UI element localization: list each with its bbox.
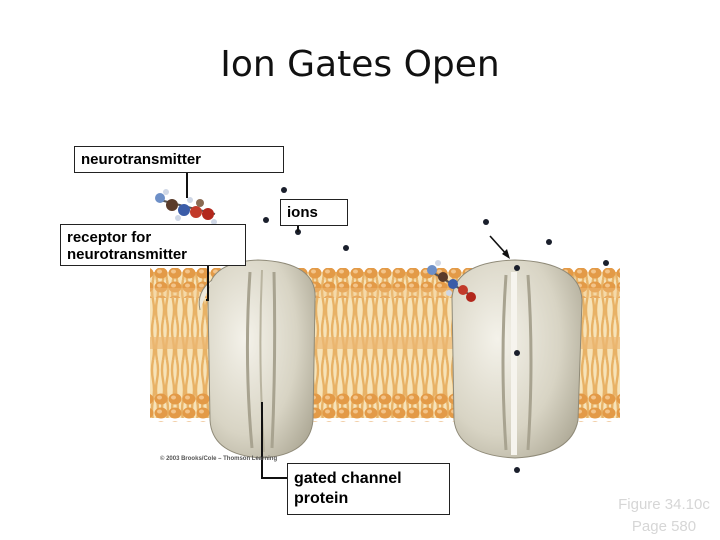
label-ions: ions xyxy=(280,199,348,226)
leader-lines xyxy=(186,173,299,479)
neurotransmitter-bound xyxy=(427,260,476,302)
slide-title: Ion Gates Open xyxy=(220,44,500,85)
neurotransmitter-molecule xyxy=(155,189,217,225)
label-receptor: receptor for neurotransmitter xyxy=(60,224,246,266)
page-number: Page 580 xyxy=(631,518,697,535)
gated-channel-open xyxy=(451,259,583,459)
ions xyxy=(263,187,609,473)
copyright-notice: © 2003 Brooks/Cole – Thomson Learning xyxy=(160,456,278,462)
figure-reference: Figure 34.10c Page 580 xyxy=(600,494,720,538)
figure-number: Figure 34.10c xyxy=(618,496,710,513)
ion-flow-arrow xyxy=(489,235,510,259)
gated-channel-closed xyxy=(198,259,316,459)
label-gated-channel: gated channel protein xyxy=(287,463,450,515)
label-neurotransmitter: neurotransmitter xyxy=(74,146,284,173)
